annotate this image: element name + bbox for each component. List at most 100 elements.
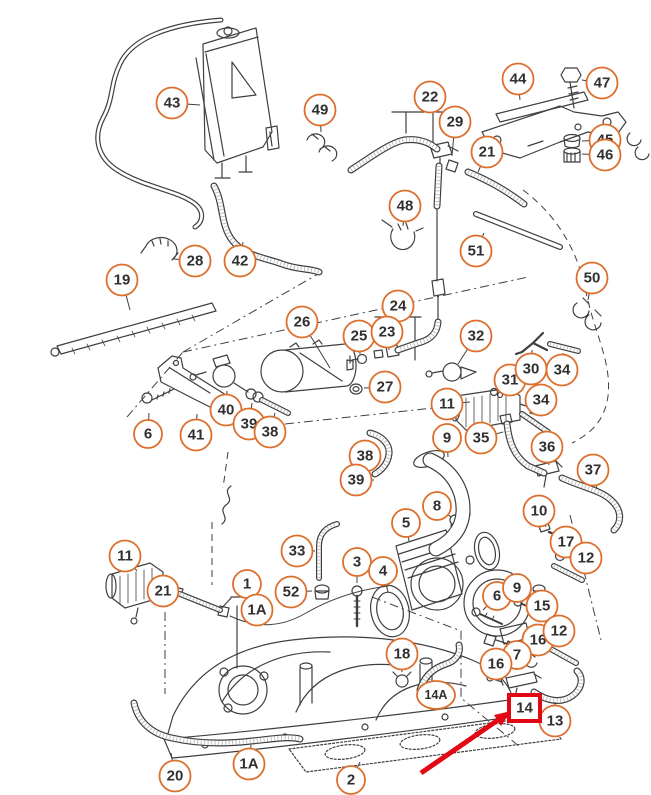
callout-label: 8 xyxy=(433,498,441,515)
callout-ring xyxy=(370,315,404,349)
callout-36[interactable]: 36 xyxy=(530,430,564,466)
callout-label: 13 xyxy=(547,713,564,730)
callout-4[interactable]: 4 xyxy=(368,556,398,593)
callout-37[interactable]: 37 xyxy=(576,453,610,490)
callout-39[interactable]: 39 xyxy=(339,463,375,497)
callout-label: 18 xyxy=(394,646,411,663)
callout-46[interactable]: 46 xyxy=(581,138,622,172)
callout-ring xyxy=(459,234,493,268)
y-connector-30 xyxy=(514,331,549,356)
callout-18[interactable]: 18 xyxy=(385,637,419,673)
callout-34[interactable]: 34 xyxy=(524,383,558,417)
callout-label: 14A xyxy=(425,688,448,702)
callout-ring xyxy=(253,415,287,449)
callout-3[interactable]: 3 xyxy=(342,547,372,583)
callout-leader xyxy=(125,294,131,311)
callout-10[interactable]: 10 xyxy=(522,494,556,528)
callout-label: 30 xyxy=(523,361,540,378)
canister-strap xyxy=(195,53,225,161)
callout-ring xyxy=(178,244,212,278)
callout-50[interactable]: 50 xyxy=(575,261,609,301)
callout-ring xyxy=(542,614,576,648)
callout-27[interactable]: 27 xyxy=(363,370,402,404)
callout-47[interactable]: 47 xyxy=(581,66,619,100)
fitting-31 xyxy=(489,387,499,397)
callout-ring xyxy=(285,305,319,339)
callout-30[interactable]: 30 xyxy=(514,349,548,386)
callout-2[interactable]: 2 xyxy=(336,761,366,795)
callout-leader xyxy=(457,348,469,365)
callout-21[interactable]: 21 xyxy=(146,574,180,608)
callout-leader xyxy=(495,431,504,435)
callout-22[interactable]: 22 xyxy=(413,80,447,114)
callout-32[interactable]: 32 xyxy=(457,319,493,365)
callout-6[interactable]: 6 xyxy=(133,412,163,449)
callout-26[interactable]: 26 xyxy=(285,305,331,369)
callout-ring xyxy=(133,419,163,449)
callout-label: 20 xyxy=(167,768,184,785)
callout-11[interactable]: 11 xyxy=(430,387,471,421)
callout-44[interactable]: 44 xyxy=(501,62,535,101)
callout-label: 3 xyxy=(353,554,361,571)
callout-leader xyxy=(170,752,173,761)
throttle-body-5 xyxy=(395,529,463,611)
callout-14A[interactable]: 14A xyxy=(416,679,456,710)
callout-43[interactable]: 43 xyxy=(155,86,201,120)
callout-12[interactable]: 12 xyxy=(542,614,576,648)
callout-leader xyxy=(309,334,331,369)
callout-label: 21 xyxy=(155,583,172,600)
callout-11[interactable]: 11 xyxy=(108,539,142,573)
callout-49[interactable]: 49 xyxy=(303,93,337,133)
callout-9[interactable]: 9 xyxy=(502,573,532,603)
callout-label: 6 xyxy=(493,588,501,605)
callout-leader xyxy=(385,584,389,593)
callout-19[interactable]: 19 xyxy=(105,263,139,311)
callout-12[interactable]: 12 xyxy=(569,541,603,575)
callout-5[interactable]: 5 xyxy=(391,508,421,542)
callout-ring xyxy=(576,453,610,487)
callout-8[interactable]: 8 xyxy=(422,491,452,521)
callout-13[interactable]: 13 xyxy=(538,702,572,738)
callout-51[interactable]: 51 xyxy=(459,232,493,268)
callout-label: 26 xyxy=(294,314,311,331)
clips-49 xyxy=(306,133,338,162)
callout-label: 15 xyxy=(534,598,551,615)
callout-15[interactable]: 15 xyxy=(525,589,559,623)
callout-34[interactable]: 34 xyxy=(545,352,579,387)
callout-ring xyxy=(158,759,192,793)
callout-38[interactable]: 38 xyxy=(253,412,287,449)
callout-35[interactable]: 35 xyxy=(464,421,504,455)
callout-21[interactable]: 21 xyxy=(470,135,504,173)
callout-ring xyxy=(179,418,213,452)
callout-23[interactable]: 23 xyxy=(370,315,404,351)
callout-24[interactable]: 24 xyxy=(381,289,415,323)
callout-label: 38 xyxy=(357,448,374,465)
callout-label: 38 xyxy=(262,424,279,441)
callout-29[interactable]: 29 xyxy=(438,105,472,157)
callout-leader xyxy=(187,103,201,106)
callout-label: 23 xyxy=(379,324,396,341)
callout-28[interactable]: 28 xyxy=(173,244,212,278)
callout-ring xyxy=(146,574,180,608)
callout-1A[interactable]: 1A xyxy=(232,744,266,781)
callout-42[interactable]: 42 xyxy=(223,241,257,278)
callout-label: 51 xyxy=(468,243,485,260)
callout-48[interactable]: 48 xyxy=(388,189,422,227)
callout-ring xyxy=(339,463,373,497)
callout-1A[interactable]: 1A xyxy=(240,593,274,627)
callout-52[interactable]: 52 xyxy=(274,575,313,609)
callout-41[interactable]: 41 xyxy=(179,413,213,452)
callout-label: 27 xyxy=(377,379,394,396)
callout-9[interactable]: 9 xyxy=(432,423,462,458)
callout-label: 5 xyxy=(402,515,410,532)
callout-label: 16 xyxy=(530,632,547,649)
callout-33[interactable]: 33 xyxy=(280,534,316,568)
callout-20[interactable]: 20 xyxy=(158,752,192,793)
callout-label: 11 xyxy=(117,548,133,565)
callout-25[interactable]: 25 xyxy=(342,319,376,355)
highlighted-part-box[interactable] xyxy=(507,693,542,723)
callout-ring xyxy=(575,261,609,295)
callout-16[interactable]: 16 xyxy=(479,647,513,681)
callout-label: 9 xyxy=(513,580,521,597)
